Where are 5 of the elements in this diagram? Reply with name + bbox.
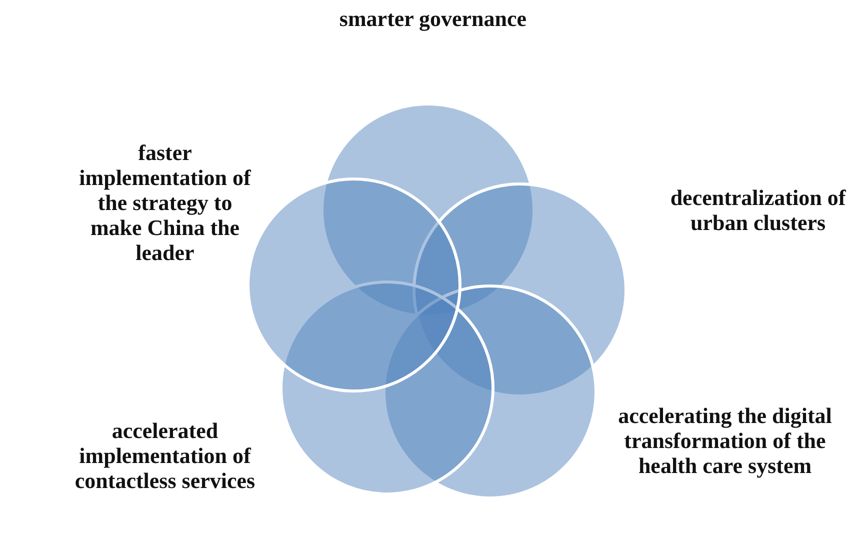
circle-label: smarter governance [338,6,528,31]
circle-label: decentralization of urban clusters [669,185,847,235]
circle-label: faster implementation of the strategy to make China the leader [78,140,252,265]
circle-label: accelerated implementation of contactless services [74,418,256,493]
circle-label: accelerating the digital transformation of the health care system [617,403,833,478]
